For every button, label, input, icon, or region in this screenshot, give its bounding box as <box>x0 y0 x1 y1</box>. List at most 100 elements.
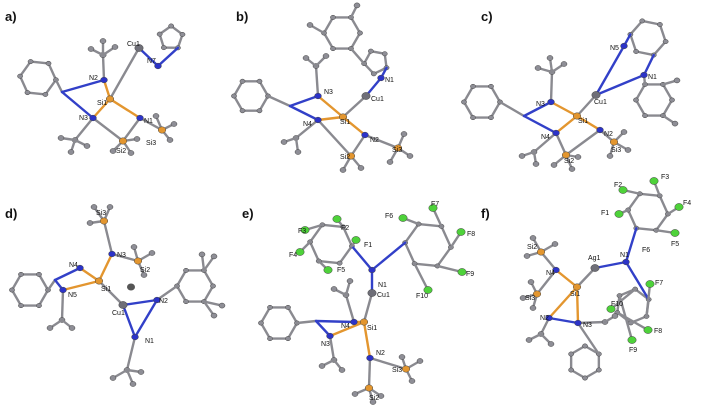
carbon-atom <box>240 79 245 83</box>
carbon-atom <box>488 84 493 88</box>
silicon-atom <box>537 249 545 255</box>
atom-label: N2 <box>89 75 98 82</box>
bond <box>177 270 186 286</box>
panel-label: a) <box>5 9 17 24</box>
atom-label: Si2 <box>369 395 379 402</box>
nitrogen-atom <box>597 127 604 133</box>
carbon-atom <box>18 272 23 276</box>
carbon-atom <box>153 113 159 118</box>
bond <box>491 86 500 102</box>
carbon-atom <box>180 32 185 36</box>
bond <box>551 72 552 102</box>
carbon-atom <box>171 121 177 126</box>
nitrogen-atom <box>109 251 116 257</box>
carbon-atom <box>138 369 144 374</box>
fluorine-atom <box>615 210 623 217</box>
bond <box>55 268 80 280</box>
nitrogen-atom <box>623 259 630 265</box>
bond <box>491 102 500 118</box>
atom-label: F3 <box>661 174 669 181</box>
carbon-atom <box>267 336 272 340</box>
bond <box>415 264 438 266</box>
bond <box>49 63 56 79</box>
bond <box>556 116 577 133</box>
carbon-atom <box>330 46 335 50</box>
atom-label: N4 <box>303 121 312 128</box>
bond <box>566 130 600 155</box>
carbon-atom <box>633 98 638 102</box>
atom-label: F3 <box>298 228 306 235</box>
carbon-atom <box>107 204 113 209</box>
bond <box>628 194 640 210</box>
atom-label: F10 <box>611 301 623 308</box>
carbon-atom <box>240 109 245 113</box>
atom-label: F2 <box>341 225 349 232</box>
carbon-atom <box>87 220 93 225</box>
carbon-atom <box>161 45 166 49</box>
bond <box>99 281 123 305</box>
atom-label: F7 <box>655 280 663 287</box>
bond <box>268 96 290 106</box>
carbon-atom <box>303 55 309 60</box>
bond <box>290 96 318 106</box>
atom-label: Si3 <box>146 140 156 147</box>
bond <box>12 274 21 290</box>
carbon-atom <box>582 344 587 348</box>
bond <box>351 17 360 33</box>
bond <box>316 66 318 96</box>
carbon-atom <box>112 44 118 49</box>
bond <box>660 196 668 214</box>
nitrogen-atom <box>315 117 322 123</box>
atom-label: F2 <box>614 182 622 189</box>
carbon-atom <box>461 100 466 104</box>
bond <box>630 34 636 51</box>
atom-label: N4 <box>341 323 350 330</box>
bond <box>316 321 354 322</box>
atom-label: F4 <box>289 252 297 259</box>
carbon-atom <box>331 286 337 291</box>
nitrogen-atom <box>351 319 358 325</box>
silicon-atom <box>100 218 108 224</box>
atom-label: F7 <box>431 201 439 208</box>
bond <box>663 100 672 116</box>
atom-label: F8 <box>654 328 662 335</box>
atom-label: Cu1 <box>594 99 607 106</box>
bond <box>437 247 450 266</box>
carbon-atom <box>88 46 94 51</box>
carbon-atom <box>470 84 475 88</box>
carbon-atom <box>347 278 353 283</box>
silicon-atom <box>158 127 166 133</box>
bond <box>45 80 56 95</box>
panel-label: f) <box>481 206 490 221</box>
panel-label: e) <box>242 206 254 221</box>
nitrogen-atom <box>60 287 67 293</box>
bond <box>617 313 648 330</box>
atom-label: Si2 <box>140 267 150 274</box>
carbon-atom <box>183 299 188 303</box>
carbon-atom <box>621 129 627 134</box>
atom-label: Ag1 <box>588 255 601 262</box>
atom-label: Si2 <box>116 148 126 155</box>
bond <box>405 224 418 243</box>
carbon-atom <box>407 153 413 158</box>
bond <box>640 194 660 196</box>
bond <box>290 106 318 120</box>
carbon-atom <box>149 250 155 255</box>
fluorine-atom <box>352 236 360 243</box>
atom-label: N1 <box>620 252 629 259</box>
atom-label: N3 <box>324 89 333 96</box>
silicon-atom <box>95 278 103 284</box>
carbon-atom <box>131 244 137 249</box>
carbon-atom <box>409 378 415 383</box>
atom-label: N7 <box>147 58 156 65</box>
carbon-atom <box>211 313 217 318</box>
disorder-atom <box>127 284 135 291</box>
silicon-atom <box>365 385 373 391</box>
carbon-atom <box>257 109 262 113</box>
bond <box>288 323 297 339</box>
bond <box>551 102 577 116</box>
bond <box>330 336 334 360</box>
carbon-atom <box>672 121 678 126</box>
carbon-atom <box>530 305 536 310</box>
